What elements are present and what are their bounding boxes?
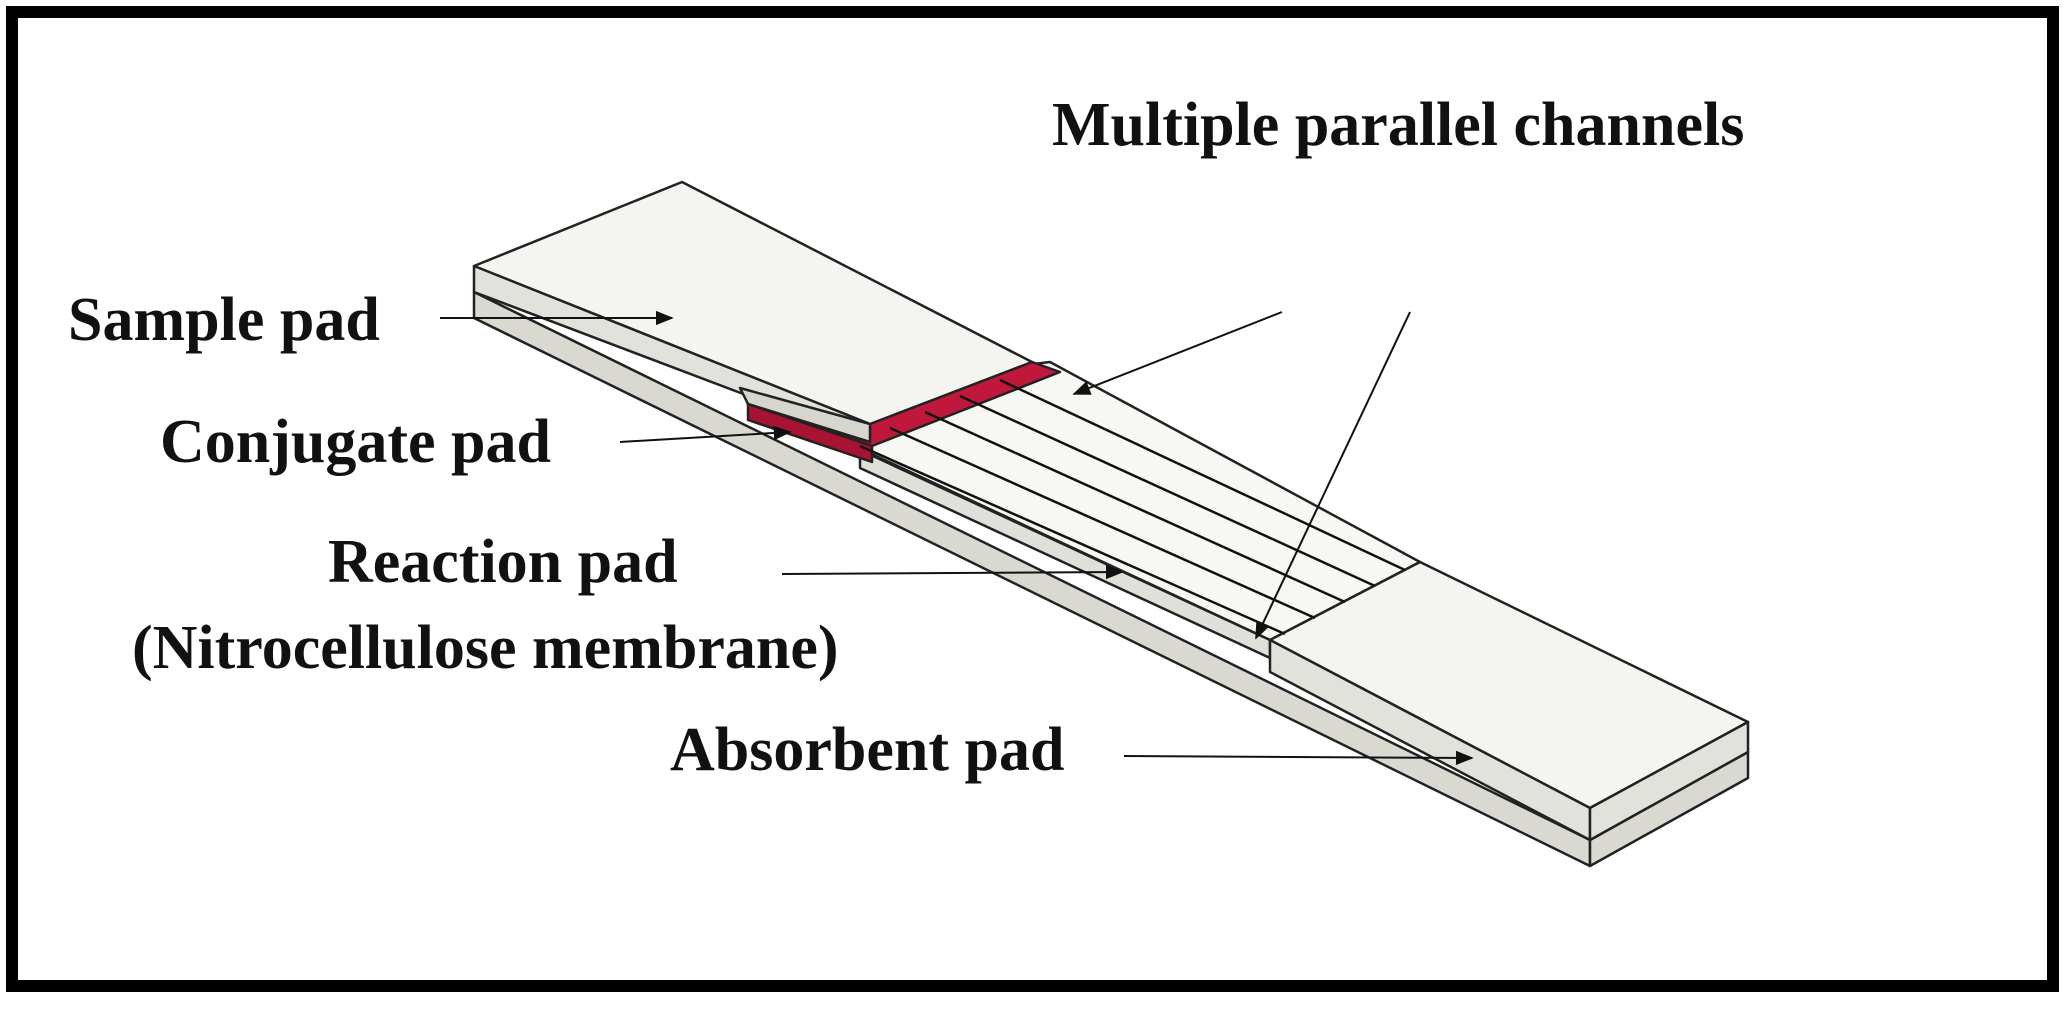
channel-line — [889, 426, 1316, 620]
label-absorbent-pad: Absorbent pad — [670, 716, 1065, 784]
leader-arrows — [440, 310, 1474, 766]
channels-arrow-upper — [1072, 311, 1283, 395]
channel-line — [924, 410, 1346, 604]
sample-pad-step — [738, 386, 872, 444]
reaction-pad-arrow — [781, 564, 1124, 580]
absorbent-pad-end — [1588, 720, 1750, 842]
channels-arrow-lower — [1255, 311, 1411, 640]
label-nitrocellulose-membrane: (Nitrocellulose membrane) — [132, 614, 839, 682]
conjugate-pad-side — [746, 402, 874, 464]
test-strip — [472, 180, 1750, 868]
channel-line — [999, 378, 1406, 572]
label-reaction-pad: Reaction pad — [328, 528, 678, 596]
label-sample-pad: Sample pad — [68, 286, 380, 354]
channel-line — [859, 444, 1286, 636]
label-multiple-parallel-channels: Multiple parallel channels — [1052, 91, 1744, 159]
channel-line — [959, 394, 1376, 588]
parallel-channels — [859, 378, 1406, 636]
absorbent-pad-arrow — [1123, 750, 1474, 766]
conjugate-pad-arrow — [619, 425, 792, 443]
label-conjugate-pad: Conjugate pad — [160, 408, 551, 476]
